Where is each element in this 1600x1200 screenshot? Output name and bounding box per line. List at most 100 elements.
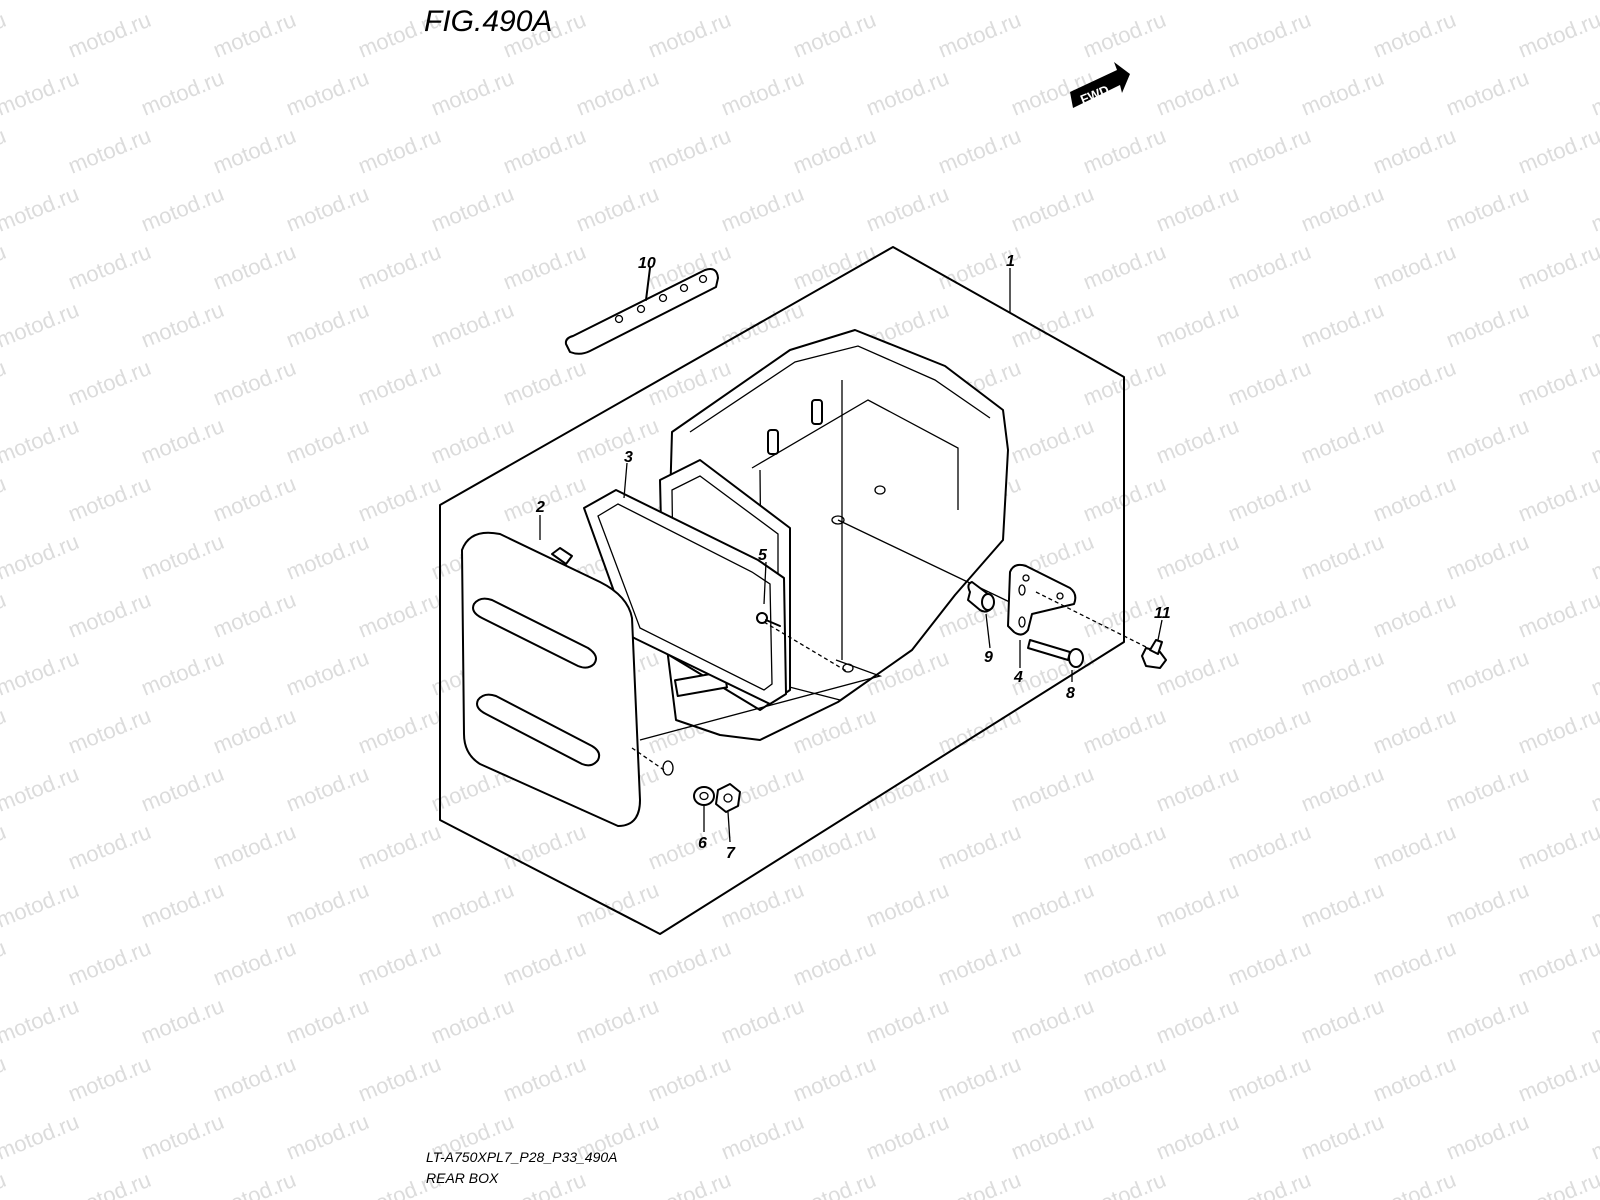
watermark-text: motod.ru xyxy=(573,877,663,933)
nut-part xyxy=(715,783,741,813)
watermark-text: motod.ru xyxy=(0,7,9,63)
watermark-text: motod.ru xyxy=(283,1109,373,1165)
watermark-text: motod.ru xyxy=(1225,123,1315,179)
watermark-text: motod.ru xyxy=(1225,587,1315,643)
watermark-text: motod.ru xyxy=(65,819,155,875)
callout-10: 10 xyxy=(638,255,656,272)
watermark-text: motod.ru xyxy=(1008,993,1098,1049)
watermark-text: motod.ru xyxy=(1370,587,1460,643)
watermark-text: motod.ru xyxy=(138,877,228,933)
watermark-text: motod.ru xyxy=(1370,355,1460,411)
watermark-text: motod.ru xyxy=(1080,819,1170,875)
watermark-text: motod.ru xyxy=(1588,181,1600,237)
watermark-text: motod.ru xyxy=(573,65,663,121)
watermark-text: motod.ru xyxy=(0,529,82,585)
watermark-text: motod.ru xyxy=(1153,993,1243,1049)
callout-2: 2 xyxy=(535,499,545,516)
watermark-text: motod.ru xyxy=(790,819,880,875)
watermark-text: motod.ru xyxy=(210,703,300,759)
watermark-text: motod.ru xyxy=(500,935,590,991)
watermark-text: motod.ru xyxy=(1515,1167,1600,1200)
watermark-text: motod.ru xyxy=(1370,123,1460,179)
watermark-text: motod.ru xyxy=(0,181,82,237)
watermark-text: motod.ru xyxy=(138,297,228,353)
watermark-text: motod.ru xyxy=(1588,0,1600,5)
watermark-text: motod.ru xyxy=(428,65,518,121)
watermark-text: motod.ru xyxy=(138,761,228,817)
watermark-text: motod.ru xyxy=(1225,7,1315,63)
watermark-text: motod.ru xyxy=(1298,529,1388,585)
watermark-text: motod.ru xyxy=(1443,181,1533,237)
watermark-text: motod.ru xyxy=(0,355,9,411)
watermark-text: motod.ru xyxy=(500,1051,590,1107)
watermark-text: motod.ru xyxy=(1080,1051,1170,1107)
watermark-text: motod.ru xyxy=(65,239,155,295)
watermark-text: motod.ru xyxy=(138,993,228,1049)
watermark-text: motod.ru xyxy=(1153,877,1243,933)
watermark-text: motod.ru xyxy=(1588,65,1600,121)
watermark-text: motod.ru xyxy=(1080,1167,1170,1200)
watermark-text: motod.ru xyxy=(1080,239,1170,295)
watermark-text: motod.ru xyxy=(210,355,300,411)
watermark-text: motod.ru xyxy=(1443,877,1533,933)
watermark-text: motod.ru xyxy=(1298,645,1388,701)
watermark-text: motod.ru xyxy=(863,761,953,817)
watermark-text: motod.ru xyxy=(65,1167,155,1200)
watermark-text: motod.ru xyxy=(1153,181,1243,237)
watermark-text: motod.ru xyxy=(210,239,300,295)
watermark-text: motod.ru xyxy=(1443,1109,1533,1165)
watermark-text: motod.ru xyxy=(1008,0,1098,5)
watermark-text: motod.ru xyxy=(1225,1051,1315,1107)
watermark-text: motod.ru xyxy=(1225,239,1315,295)
watermark-text: motod.ru xyxy=(0,471,9,527)
watermark-text: motod.ru xyxy=(0,587,9,643)
watermark-text: motod.ru xyxy=(1153,65,1243,121)
watermark-text: motod.ru xyxy=(1515,7,1600,63)
watermark-text: motod.ru xyxy=(355,935,445,991)
callout-9: 9 xyxy=(984,649,993,666)
watermark-text: motod.ru xyxy=(0,413,82,469)
watermark-text: motod.ru xyxy=(1515,819,1600,875)
watermark-text: motod.ru xyxy=(355,819,445,875)
watermark-text: motod.ru xyxy=(645,819,735,875)
section-name: REAR BOX xyxy=(426,1170,499,1186)
watermark-text: motod.ru xyxy=(1008,761,1098,817)
watermark-text: motod.ru xyxy=(0,703,9,759)
watermark-text: motod.ru xyxy=(1370,239,1460,295)
watermark-text: motod.ru xyxy=(1370,1051,1460,1107)
watermark-text: motod.ru xyxy=(645,7,735,63)
watermark-text: motod.ru xyxy=(718,181,808,237)
watermark-text: motod.ru xyxy=(1153,1109,1243,1165)
watermark-text: motod.ru xyxy=(283,0,373,5)
watermark-text: motod.ru xyxy=(790,239,880,295)
watermark-text: motod.ru xyxy=(1443,645,1533,701)
watermark-text: motod.ru xyxy=(1515,587,1600,643)
watermark-text: motod.ru xyxy=(1008,877,1098,933)
watermark-text: motod.ru xyxy=(210,7,300,63)
watermark-text: motod.ru xyxy=(0,1167,9,1200)
watermark-text: motod.ru xyxy=(1515,123,1600,179)
watermark-text: motod.ru xyxy=(428,0,518,5)
watermark-text: motod.ru xyxy=(65,355,155,411)
seal-part xyxy=(583,489,787,705)
watermark-text: motod.ru xyxy=(645,1167,735,1200)
watermark-text: motod.ru xyxy=(138,1109,228,1165)
watermark-text: motod.ru xyxy=(1298,877,1388,933)
watermark-text: motod.ru xyxy=(1298,181,1388,237)
watermark-text: motod.ru xyxy=(718,297,808,353)
watermark-text: motod.ru xyxy=(790,7,880,63)
watermark-text: motod.ru xyxy=(718,993,808,1049)
washer-part xyxy=(693,786,715,806)
watermark-text: motod.ru xyxy=(500,239,590,295)
watermark-text: motod.ru xyxy=(1225,1167,1315,1200)
watermark-text: motod.ru xyxy=(935,935,1025,991)
watermark-text: motod.ru xyxy=(138,181,228,237)
watermark-text: motod.ru xyxy=(0,761,82,817)
watermark-text: motod.ru xyxy=(573,0,663,5)
watermark-text: motod.ru xyxy=(500,819,590,875)
watermark-text: motod.ru xyxy=(863,181,953,237)
bolt-part-11 xyxy=(1141,639,1167,669)
watermark-text: motod.ru xyxy=(1080,123,1170,179)
watermark-text: motod.ru xyxy=(1225,935,1315,991)
